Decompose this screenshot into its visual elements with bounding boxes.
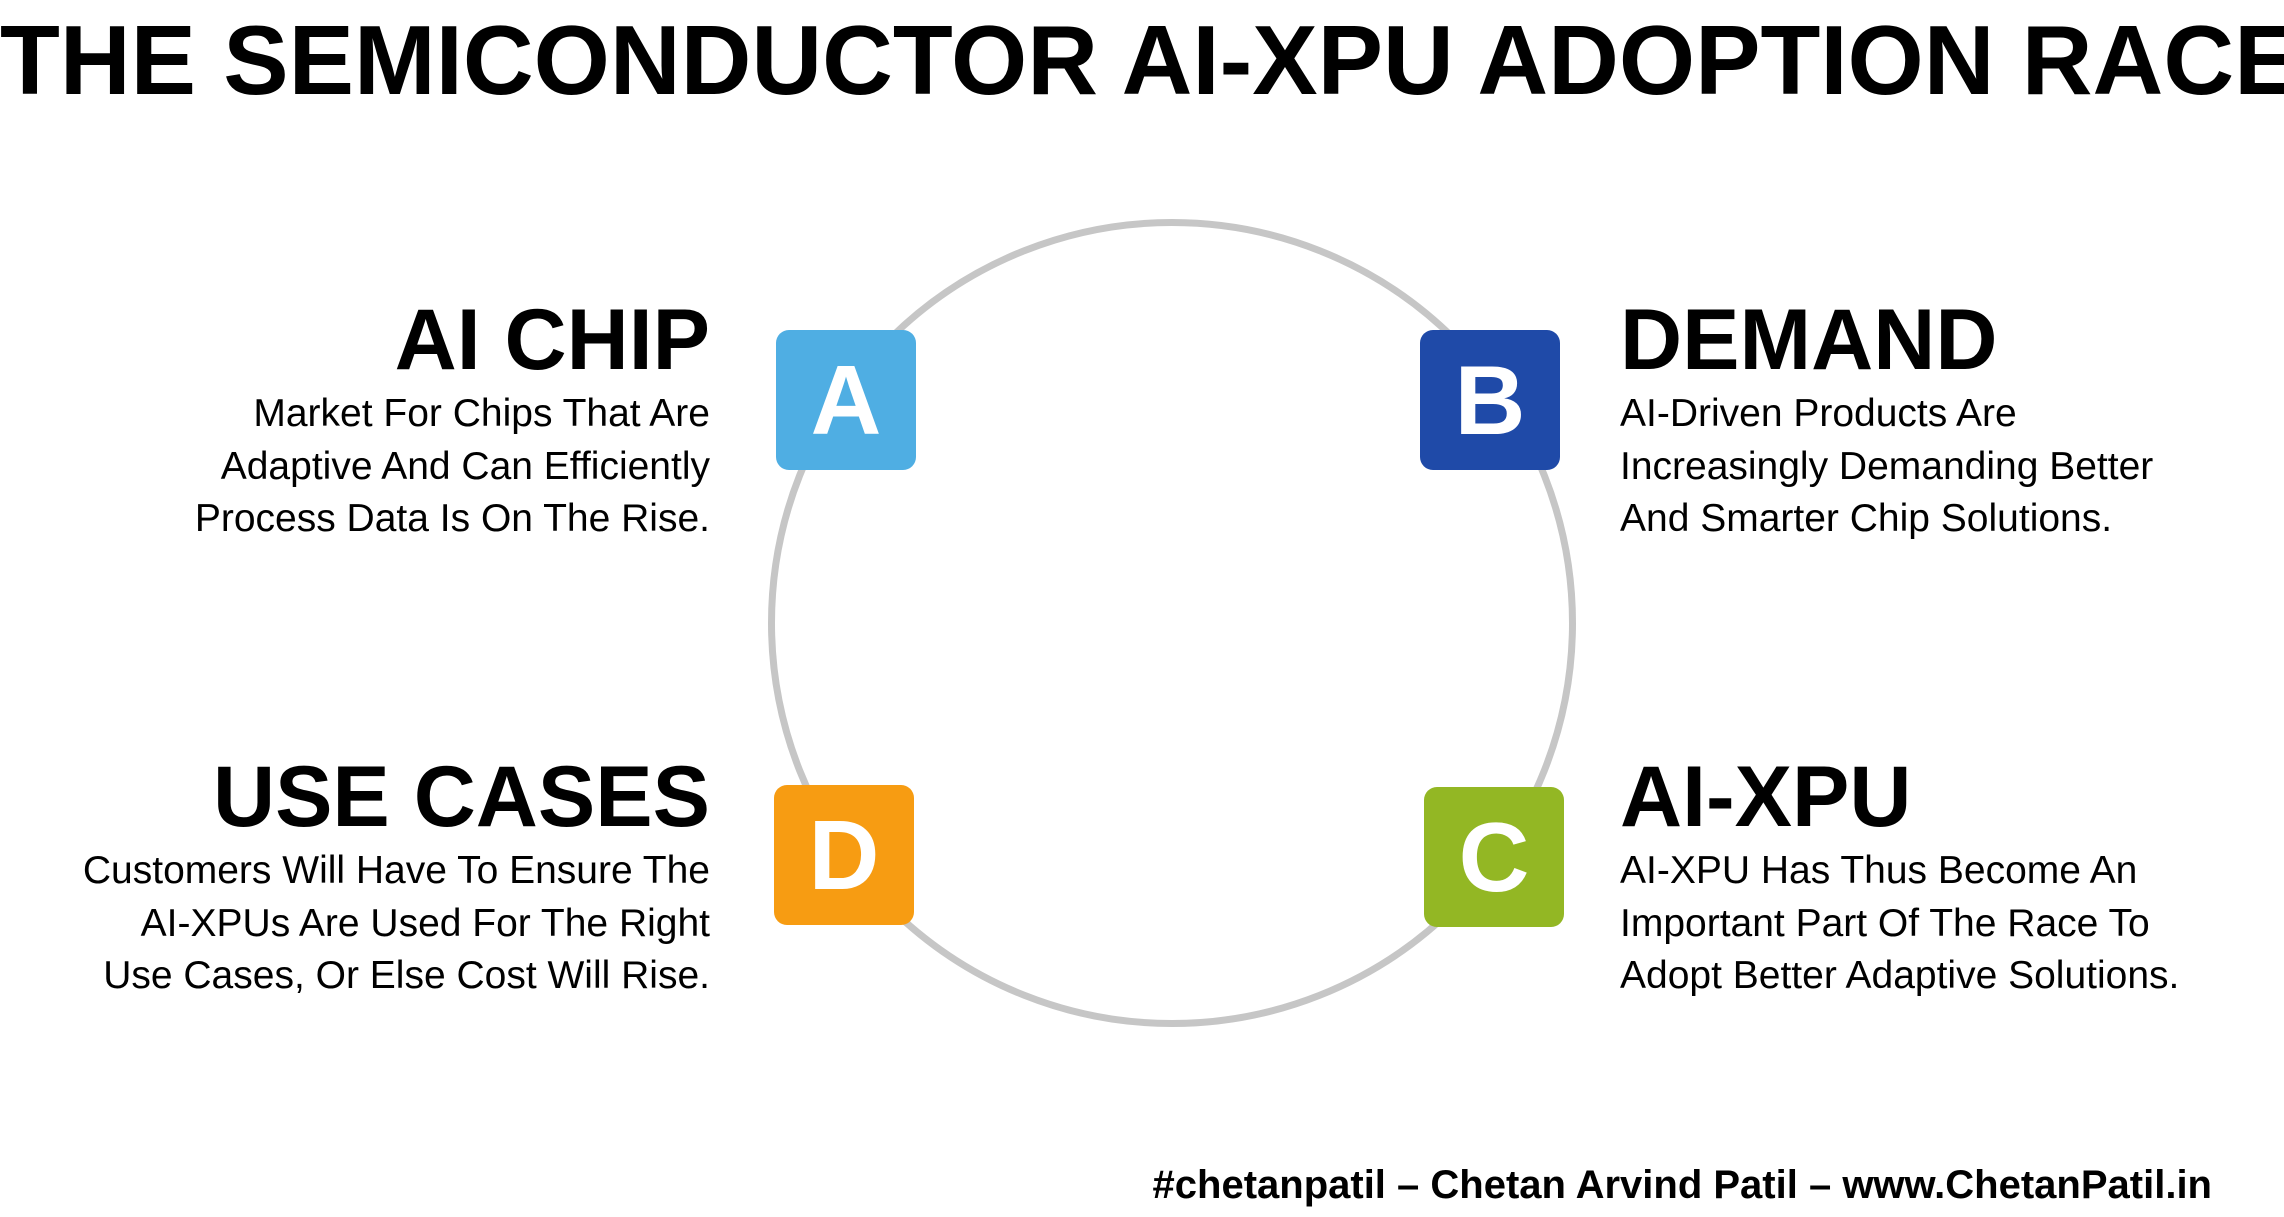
- heading-demand: DEMAND: [1620, 292, 1998, 388]
- badge-d: D: [774, 785, 914, 925]
- desc-line: Adopt Better Adaptive Solutions.: [1620, 954, 2180, 997]
- page-title: THE SEMICONDUCTOR AI-XPU ADOPTION RACE: [0, 5, 2284, 115]
- cycle-ring: [768, 219, 1576, 1027]
- desc-use-cases: Customers Will Have To Ensure The AI-XPU…: [0, 845, 710, 1003]
- heading-ai-xpu: AI-XPU: [1620, 749, 1912, 845]
- footer-credit: #chetanpatil – Chetan Arvind Patil – www…: [1152, 1163, 2212, 1207]
- desc-ai-chip: Market For Chips That Are Adaptive And C…: [0, 388, 710, 546]
- desc-line: Customers Will Have To Ensure The: [82, 849, 710, 892]
- heading-use-cases: USE CASES: [212, 749, 710, 845]
- heading-ai-chip: AI CHIP: [394, 292, 710, 388]
- block-ai-xpu: AI-XPU AI-XPU Has Thus Become An Importa…: [1620, 749, 2284, 1003]
- block-demand: DEMAND AI-Driven Products Are Increasing…: [1620, 292, 2284, 546]
- desc-line: Process Data Is On The Rise.: [194, 497, 710, 540]
- desc-line: Adaptive And Can Efficiently: [220, 444, 710, 488]
- desc-ai-xpu: AI-XPU Has Thus Become An Important Part…: [1620, 845, 2284, 1003]
- badge-a: A: [776, 330, 916, 470]
- desc-line: Market For Chips That Are: [253, 392, 710, 435]
- desc-line: AI-Driven Products Are: [1620, 392, 2017, 435]
- desc-line: Important Part Of The Race To: [1620, 901, 2150, 945]
- block-ai-chip: AI CHIP Market For Chips That Are Adapti…: [0, 292, 710, 546]
- desc-line: Increasingly Demanding Better: [1620, 444, 2154, 488]
- block-use-cases: USE CASES Customers Will Have To Ensure …: [0, 749, 710, 1003]
- desc-demand: AI-Driven Products Are Increasingly Dema…: [1620, 388, 2284, 546]
- badge-c: C: [1424, 787, 1564, 927]
- desc-line: AI-XPUs Are Used For The Right: [140, 901, 710, 945]
- desc-line: And Smarter Chip Solutions.: [1620, 497, 2113, 540]
- desc-line: Use Cases, Or Else Cost Will Rise.: [103, 954, 710, 997]
- badge-b: B: [1420, 330, 1560, 470]
- desc-line: AI-XPU Has Thus Become An: [1620, 849, 2138, 892]
